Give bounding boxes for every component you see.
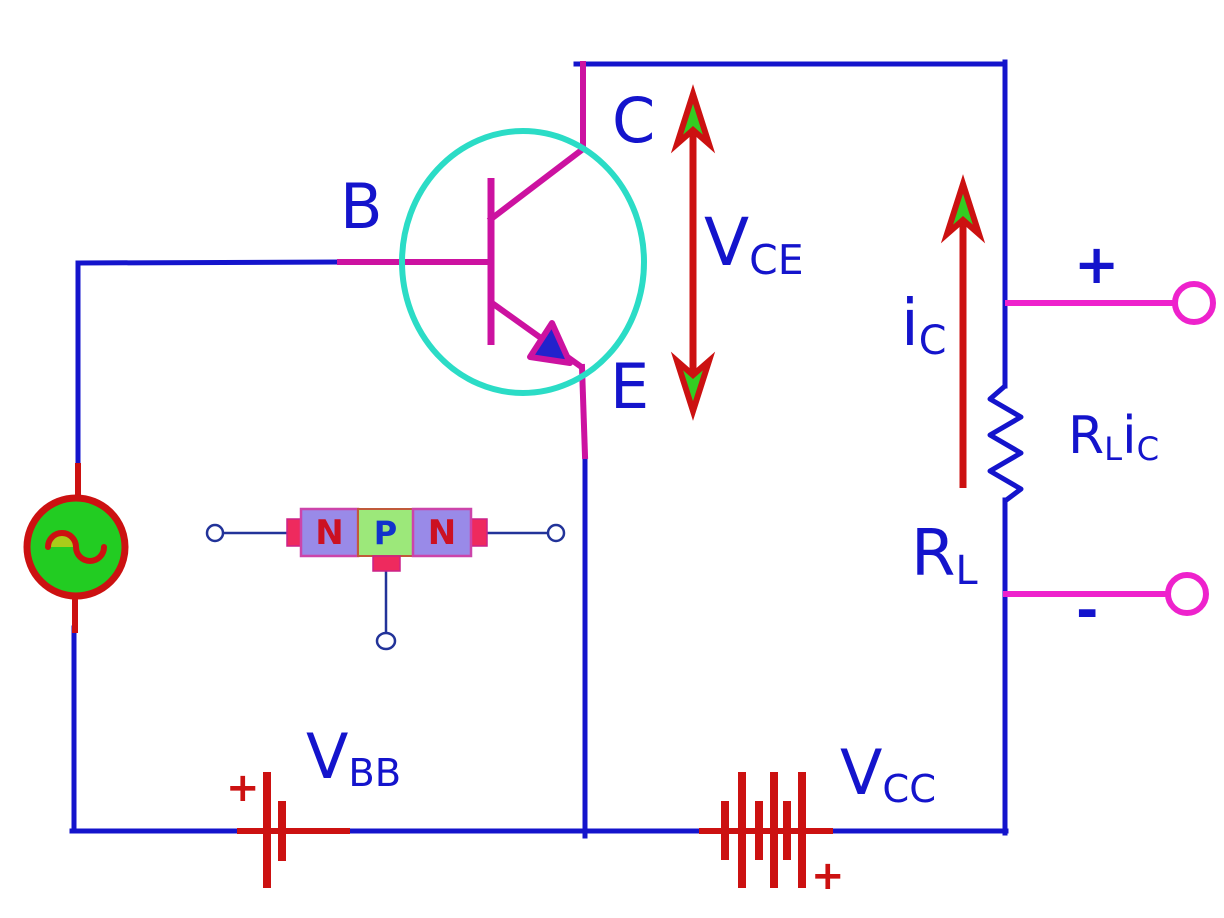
wire-base-blue	[75, 259, 343, 266]
ic-label-sub: C	[918, 317, 947, 364]
vce-label: VCE	[704, 210, 804, 281]
base-label: B	[340, 170, 383, 243]
collector-diagonal	[486, 144, 588, 224]
npn-p-label: P	[373, 513, 398, 552]
rlic-r-sub: L	[1104, 430, 1123, 469]
rl-label: RL	[911, 522, 978, 591]
ic-arrow	[940, 174, 986, 488]
output-minus-label: -	[1076, 579, 1099, 642]
emitter-magenta-vertical	[578, 363, 589, 460]
output-terminal-minus	[1003, 572, 1209, 616]
wires-blue	[69, 59, 1009, 839]
vce-label-sub: CE	[749, 236, 804, 284]
minus-terminal-circle	[1165, 572, 1209, 616]
npn-region-n2	[411, 507, 473, 558]
vbb-label-main: V	[306, 720, 349, 793]
output-terminal-plus	[1005, 281, 1216, 325]
vcc-label-sub: CC	[882, 767, 937, 813]
rlic-i: i	[1122, 406, 1137, 466]
rl-label-main: R	[911, 517, 956, 591]
ic-label: iC	[901, 292, 946, 361]
vcc-label: VCC	[840, 742, 936, 810]
rl-label-sub: L	[955, 547, 978, 594]
ac-sine-wave	[45, 530, 107, 564]
vbb-label-sub: BB	[348, 751, 402, 797]
npn-n2-label: N	[427, 512, 457, 553]
load-resistor	[987, 383, 1024, 504]
npn-region-n1	[299, 507, 360, 558]
ac-source	[23, 494, 129, 600]
wires-red	[72, 463, 833, 834]
vce-arrowhead-up	[670, 84, 716, 154]
npn-contact-right	[470, 518, 488, 547]
rlic-r: R	[1068, 406, 1105, 466]
npn-contact-bottom	[372, 555, 401, 572]
vce-label-main: V	[704, 204, 750, 281]
transistor-circle	[399, 128, 647, 396]
vbb-plus-sign: +	[226, 765, 260, 811]
vce-arrowhead-down	[670, 351, 716, 421]
rlic-label: RLiC	[1068, 410, 1159, 465]
output-plus-label: +	[1074, 233, 1120, 296]
ic-label-main: i	[901, 287, 919, 361]
emitter-arrowhead	[527, 320, 573, 366]
npn-right-terminal	[546, 523, 566, 543]
vcc-label-main: V	[840, 736, 883, 809]
collector-label: C	[612, 84, 656, 157]
transistor-leads	[337, 61, 589, 460]
npn-block-inset	[205, 507, 566, 651]
ic-arrowhead-up	[940, 174, 986, 244]
vcc-plus-sign: +	[811, 853, 845, 899]
rlic-i-sub: C	[1136, 430, 1160, 469]
npn-contact-left	[286, 518, 302, 547]
emitter-label: E	[610, 350, 650, 423]
npn-region-p	[357, 508, 414, 557]
vbb-label: VBB	[306, 726, 401, 794]
plus-terminal-circle	[1172, 281, 1216, 325]
vcc-battery	[721, 772, 806, 888]
npn-n1-label: N	[315, 512, 344, 553]
vce-arrow	[670, 84, 716, 421]
npn-bottom-terminal	[375, 631, 397, 651]
npn-left-terminal	[205, 523, 225, 543]
vbb-battery	[263, 772, 286, 888]
